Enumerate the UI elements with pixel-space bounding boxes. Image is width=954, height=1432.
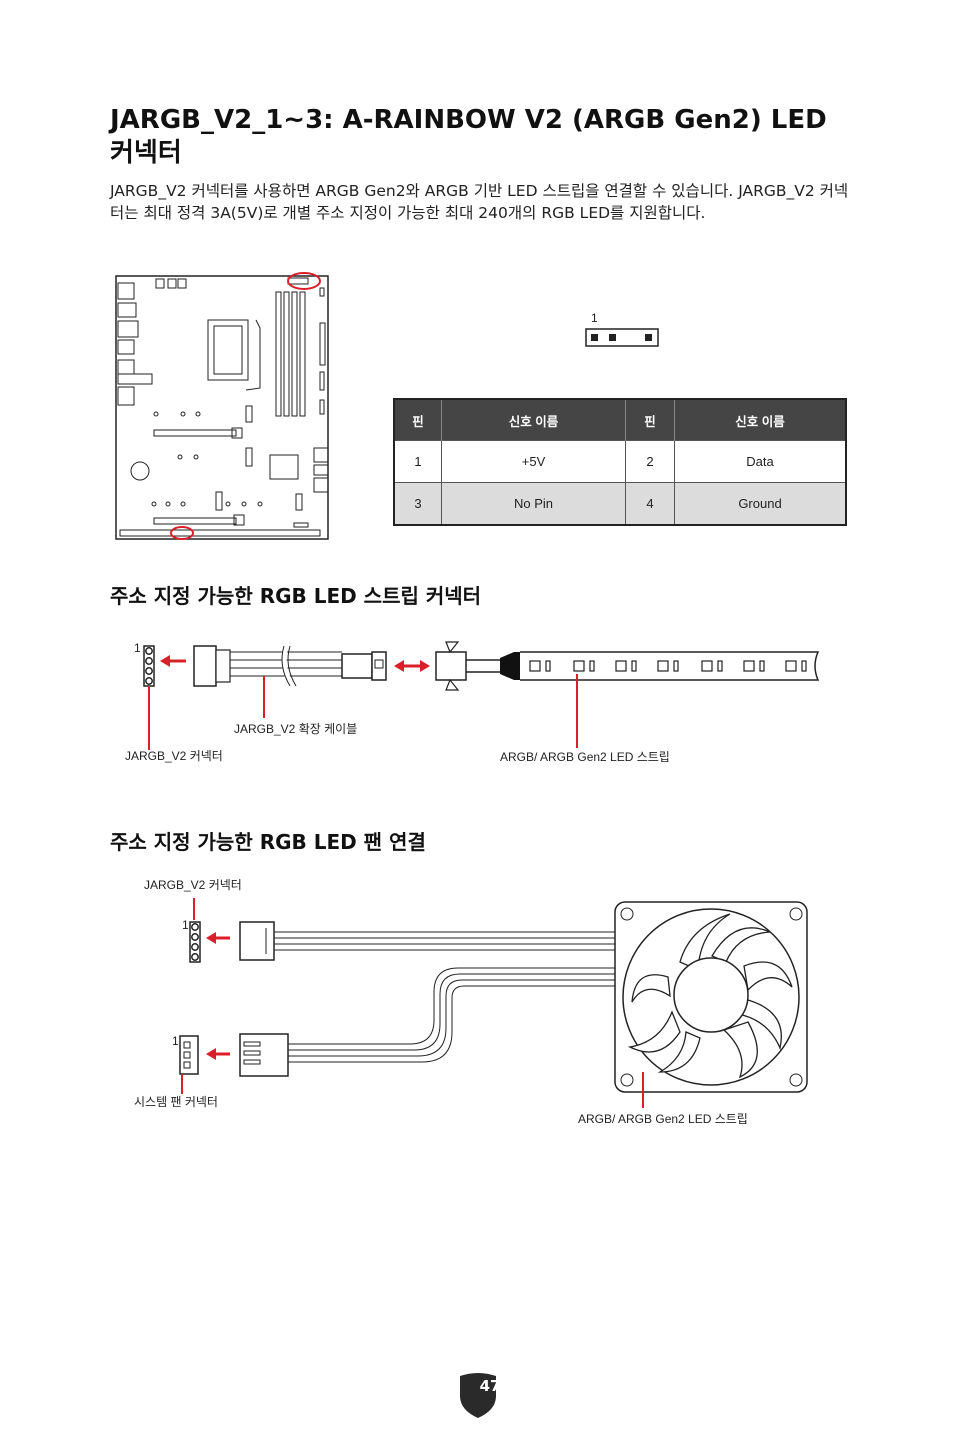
- table-row: 3 No Pin 4 Ground: [393, 482, 847, 526]
- pin1-label: 1: [182, 918, 189, 932]
- fan-connection-diagram: JARGB_V2 커넥터 1 1 시스템 팬 커넥터 ARGB/ ARGB Ge…: [134, 878, 808, 1126]
- motherboard-diagram: [115, 272, 329, 540]
- pin1-label: 1: [134, 641, 141, 655]
- section-heading-strip: 주소 지정 가능한 RGB LED 스트립 커넥터: [110, 584, 482, 608]
- pin-table: 핀 신호 이름 핀 신호 이름 1 +5V 2 Data 3 No Pin 4 …: [393, 398, 847, 526]
- col-header-pin: 핀: [393, 399, 442, 441]
- col-header-pin: 핀: [625, 399, 675, 441]
- col-header-signal: 신호 이름: [674, 399, 846, 441]
- col-header-signal: 신호 이름: [441, 399, 626, 441]
- table-row: 1 +5V 2 Data: [393, 440, 847, 483]
- pin1-label: 1: [172, 1034, 179, 1048]
- connector-label: JARGB_V2 커넥터: [125, 749, 223, 763]
- cable-label: JARGB_V2 확장 케이블: [234, 722, 357, 736]
- pin1-label: 1: [591, 311, 598, 325]
- table-cell: 4: [625, 482, 675, 526]
- table-cell: Ground: [674, 482, 847, 526]
- page-number: 47: [479, 1377, 501, 1395]
- table-cell: Data: [674, 440, 847, 483]
- connector-label: JARGB_V2 커넥터: [144, 878, 242, 892]
- table-cell: 3: [393, 482, 442, 526]
- page-title: JARGB_V2_1~3: A-RAINBOW V2 (ARGB Gen2) L…: [110, 105, 827, 168]
- page-number-badge: [460, 1373, 496, 1418]
- fan-header-label: 시스템 팬 커넥터: [134, 1095, 218, 1109]
- table-cell: No Pin: [441, 482, 626, 526]
- strip-label: ARGB/ ARGB Gen2 LED 스트립: [578, 1112, 748, 1126]
- table-cell: 2: [625, 440, 675, 483]
- strip-label: ARGB/ ARGB Gen2 LED 스트립: [500, 750, 670, 764]
- table-cell: +5V: [441, 440, 626, 483]
- intro-paragraph: JARGB_V2 커넥터를 사용하면 ARGB Gen2와 ARGB 기반 LE…: [110, 182, 849, 222]
- table-cell: 1: [393, 440, 442, 483]
- strip-connection-diagram: 1 JARGB_V2 확장 케이블 JARGB_V2 커넥터 ARGB/ ARG…: [125, 641, 820, 764]
- section-heading-fan: 주소 지정 가능한 RGB LED 팬 연결: [110, 830, 426, 854]
- header-pinout: 1: [585, 311, 659, 347]
